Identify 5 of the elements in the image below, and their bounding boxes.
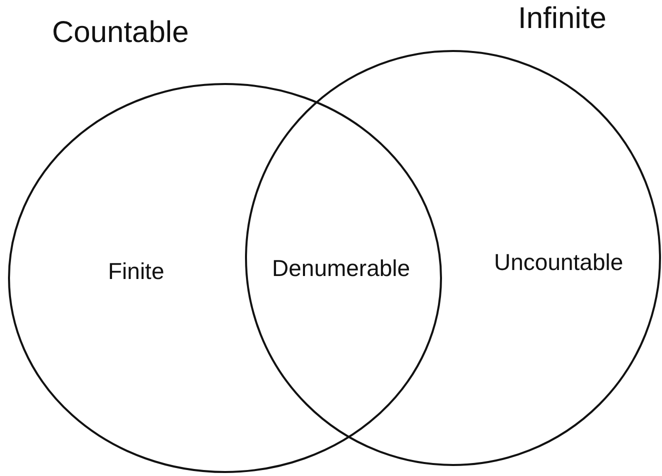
set-title: Countable xyxy=(52,16,189,50)
region-label: Uncountable xyxy=(494,249,624,276)
region-label: Finite xyxy=(108,258,164,285)
region-label: Denumerable xyxy=(272,255,410,282)
set-title: Infinite xyxy=(518,2,606,36)
